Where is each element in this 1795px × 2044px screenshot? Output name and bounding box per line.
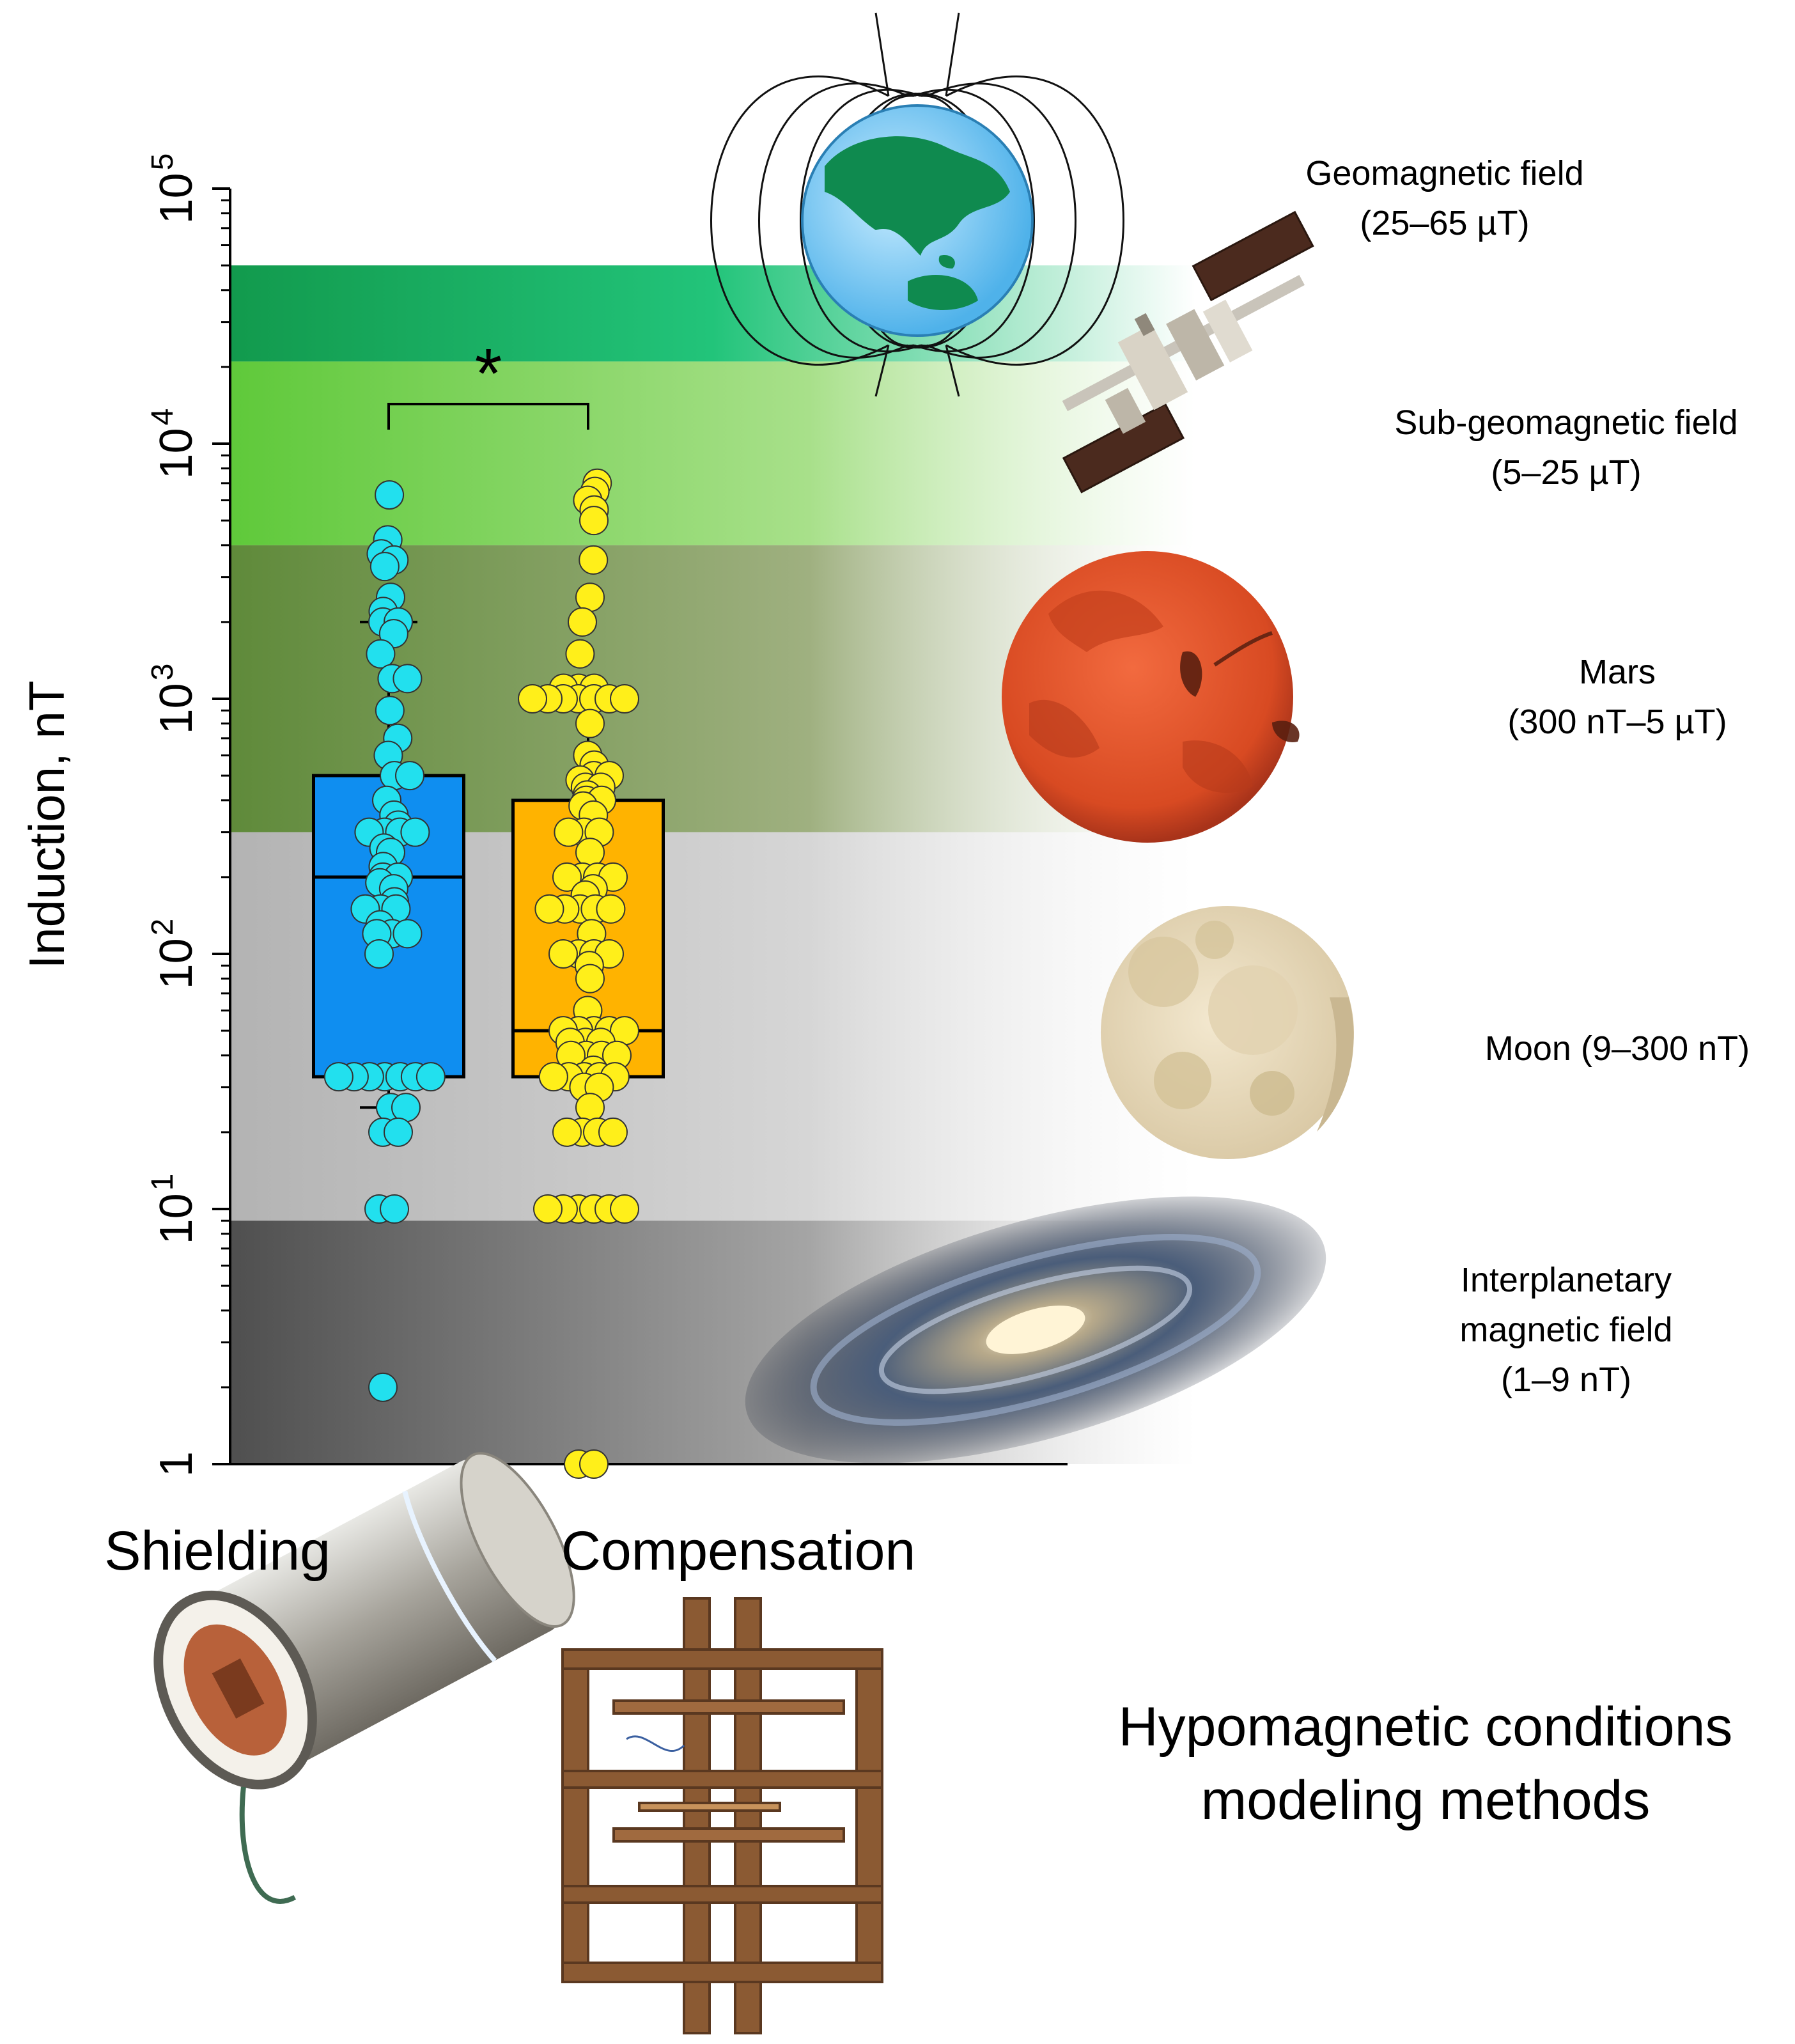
tick-label-text: 101 — [146, 1174, 202, 1245]
shielding-cylinder-icon — [153, 1452, 575, 1904]
data-point-compensation — [567, 607, 597, 637]
zone-label-3-0: Moon (9–300 nT) — [1485, 1029, 1750, 1068]
zone-band-0 — [230, 265, 1195, 362]
significance-bracket — [387, 403, 589, 430]
data-point-shielding — [369, 552, 400, 582]
data-point-compensation — [575, 708, 605, 738]
tick-exponent: 3 — [146, 664, 180, 681]
tick-label-text: 103 — [146, 664, 202, 735]
moon-icon — [1101, 906, 1354, 1159]
caption: Hypomagnetic conditions modeling methods — [1119, 1696, 1733, 1831]
mars-planet-icon — [1002, 551, 1300, 843]
data-point-compensation — [552, 1117, 582, 1147]
significance-label: * — [475, 334, 502, 413]
data-point-shielding — [395, 761, 425, 791]
zone-label-4-2: (1–9 nT) — [1501, 1361, 1631, 1399]
caption-line-1: Hypomagnetic conditions — [1119, 1696, 1733, 1758]
tick-label-4: 104 — [146, 409, 202, 480]
zone-label-0-0: Geomagnetic field — [1305, 154, 1583, 192]
data-point-compensation — [579, 506, 609, 536]
data-point-shielding — [375, 696, 405, 726]
data-point-compensation — [538, 1062, 568, 1092]
data-point-shielding — [391, 1093, 421, 1123]
data-point-shielding — [368, 1372, 398, 1402]
data-point-compensation — [533, 1194, 563, 1224]
group-label-compensation: Compensation — [561, 1520, 916, 1582]
data-point-shielding — [380, 1194, 409, 1224]
data-point-shielding — [383, 1117, 413, 1147]
compensation-coil-frame-icon — [561, 1597, 883, 2034]
data-point-shielding — [400, 817, 430, 847]
data-point-compensation — [565, 639, 595, 669]
tick-exponent: 4 — [146, 409, 180, 426]
data-point-compensation — [575, 838, 605, 868]
caption-line-2: modeling methods — [1201, 1770, 1651, 1831]
data-point-compensation — [610, 684, 639, 714]
data-point-compensation — [575, 963, 605, 994]
tick-label-3: 103 — [146, 664, 202, 735]
tick-label-1: 101 — [146, 1174, 202, 1245]
data-point-shielding — [392, 664, 423, 694]
data-point-shielding — [416, 1062, 446, 1092]
tick-label-0: 1 — [151, 1451, 202, 1477]
data-point-shielding — [375, 480, 405, 510]
tick-label-text: 104 — [146, 409, 202, 480]
tick-label-text: 102 — [146, 919, 202, 990]
data-point-compensation — [554, 817, 584, 847]
earth-magnetic-field-icon — [710, 12, 1124, 397]
data-point-compensation — [579, 1449, 609, 1479]
zone-label-2-1: (300 nT–5 µT) — [1507, 703, 1727, 741]
data-point-compensation — [534, 894, 564, 924]
tick-label-5: 105 — [146, 153, 202, 224]
zone-band-1 — [230, 361, 1195, 545]
data-point-shielding — [364, 939, 394, 969]
zone-labels: Geomagnetic field (25–65 µT) Sub-geomagnet… — [1305, 154, 1750, 1399]
data-point-compensation — [596, 894, 626, 924]
tick-exponent: 2 — [146, 919, 180, 936]
tick-exponent: 1 — [146, 1174, 180, 1191]
data-point-compensation — [610, 1194, 639, 1224]
y-axis-title: Induction, nT — [19, 681, 75, 969]
zone-label-1-1: (5–25 µT) — [1491, 453, 1641, 492]
x-axis-labels: Shielding Compensation — [104, 1520, 915, 1582]
data-point-compensation — [518, 684, 547, 714]
data-point-shielding — [392, 919, 423, 949]
zone-label-4-1: magnetic field — [1459, 1311, 1672, 1349]
space-station-icon — [1062, 210, 1314, 494]
data-point-compensation — [552, 862, 582, 892]
tick-label-text: 105 — [146, 153, 202, 224]
zone-label-0-1: (25–65 µT) — [1360, 204, 1529, 242]
tick-label-2: 102 — [146, 919, 202, 990]
data-point-compensation — [598, 1117, 628, 1147]
tick-label-text: 1 — [151, 1451, 202, 1477]
data-point-compensation — [575, 582, 605, 612]
data-point-shielding — [323, 1062, 354, 1092]
data-point-shielding — [366, 639, 396, 669]
group-label-shielding: Shielding — [104, 1520, 330, 1582]
zone-label-2-0: Mars — [1579, 653, 1656, 691]
tick-exponent: 5 — [146, 153, 180, 171]
galaxy-icon — [745, 1196, 1326, 1463]
box-plots: * — [312, 334, 665, 1479]
zone-label-4-0: Interplanetary — [1461, 1261, 1672, 1299]
data-point-compensation — [579, 545, 609, 575]
zone-label-1-0: Sub-geomagnetic field — [1394, 403, 1737, 442]
field-zones — [230, 265, 1195, 1464]
data-point-compensation — [548, 939, 578, 969]
data-point-compensation — [575, 1093, 605, 1123]
